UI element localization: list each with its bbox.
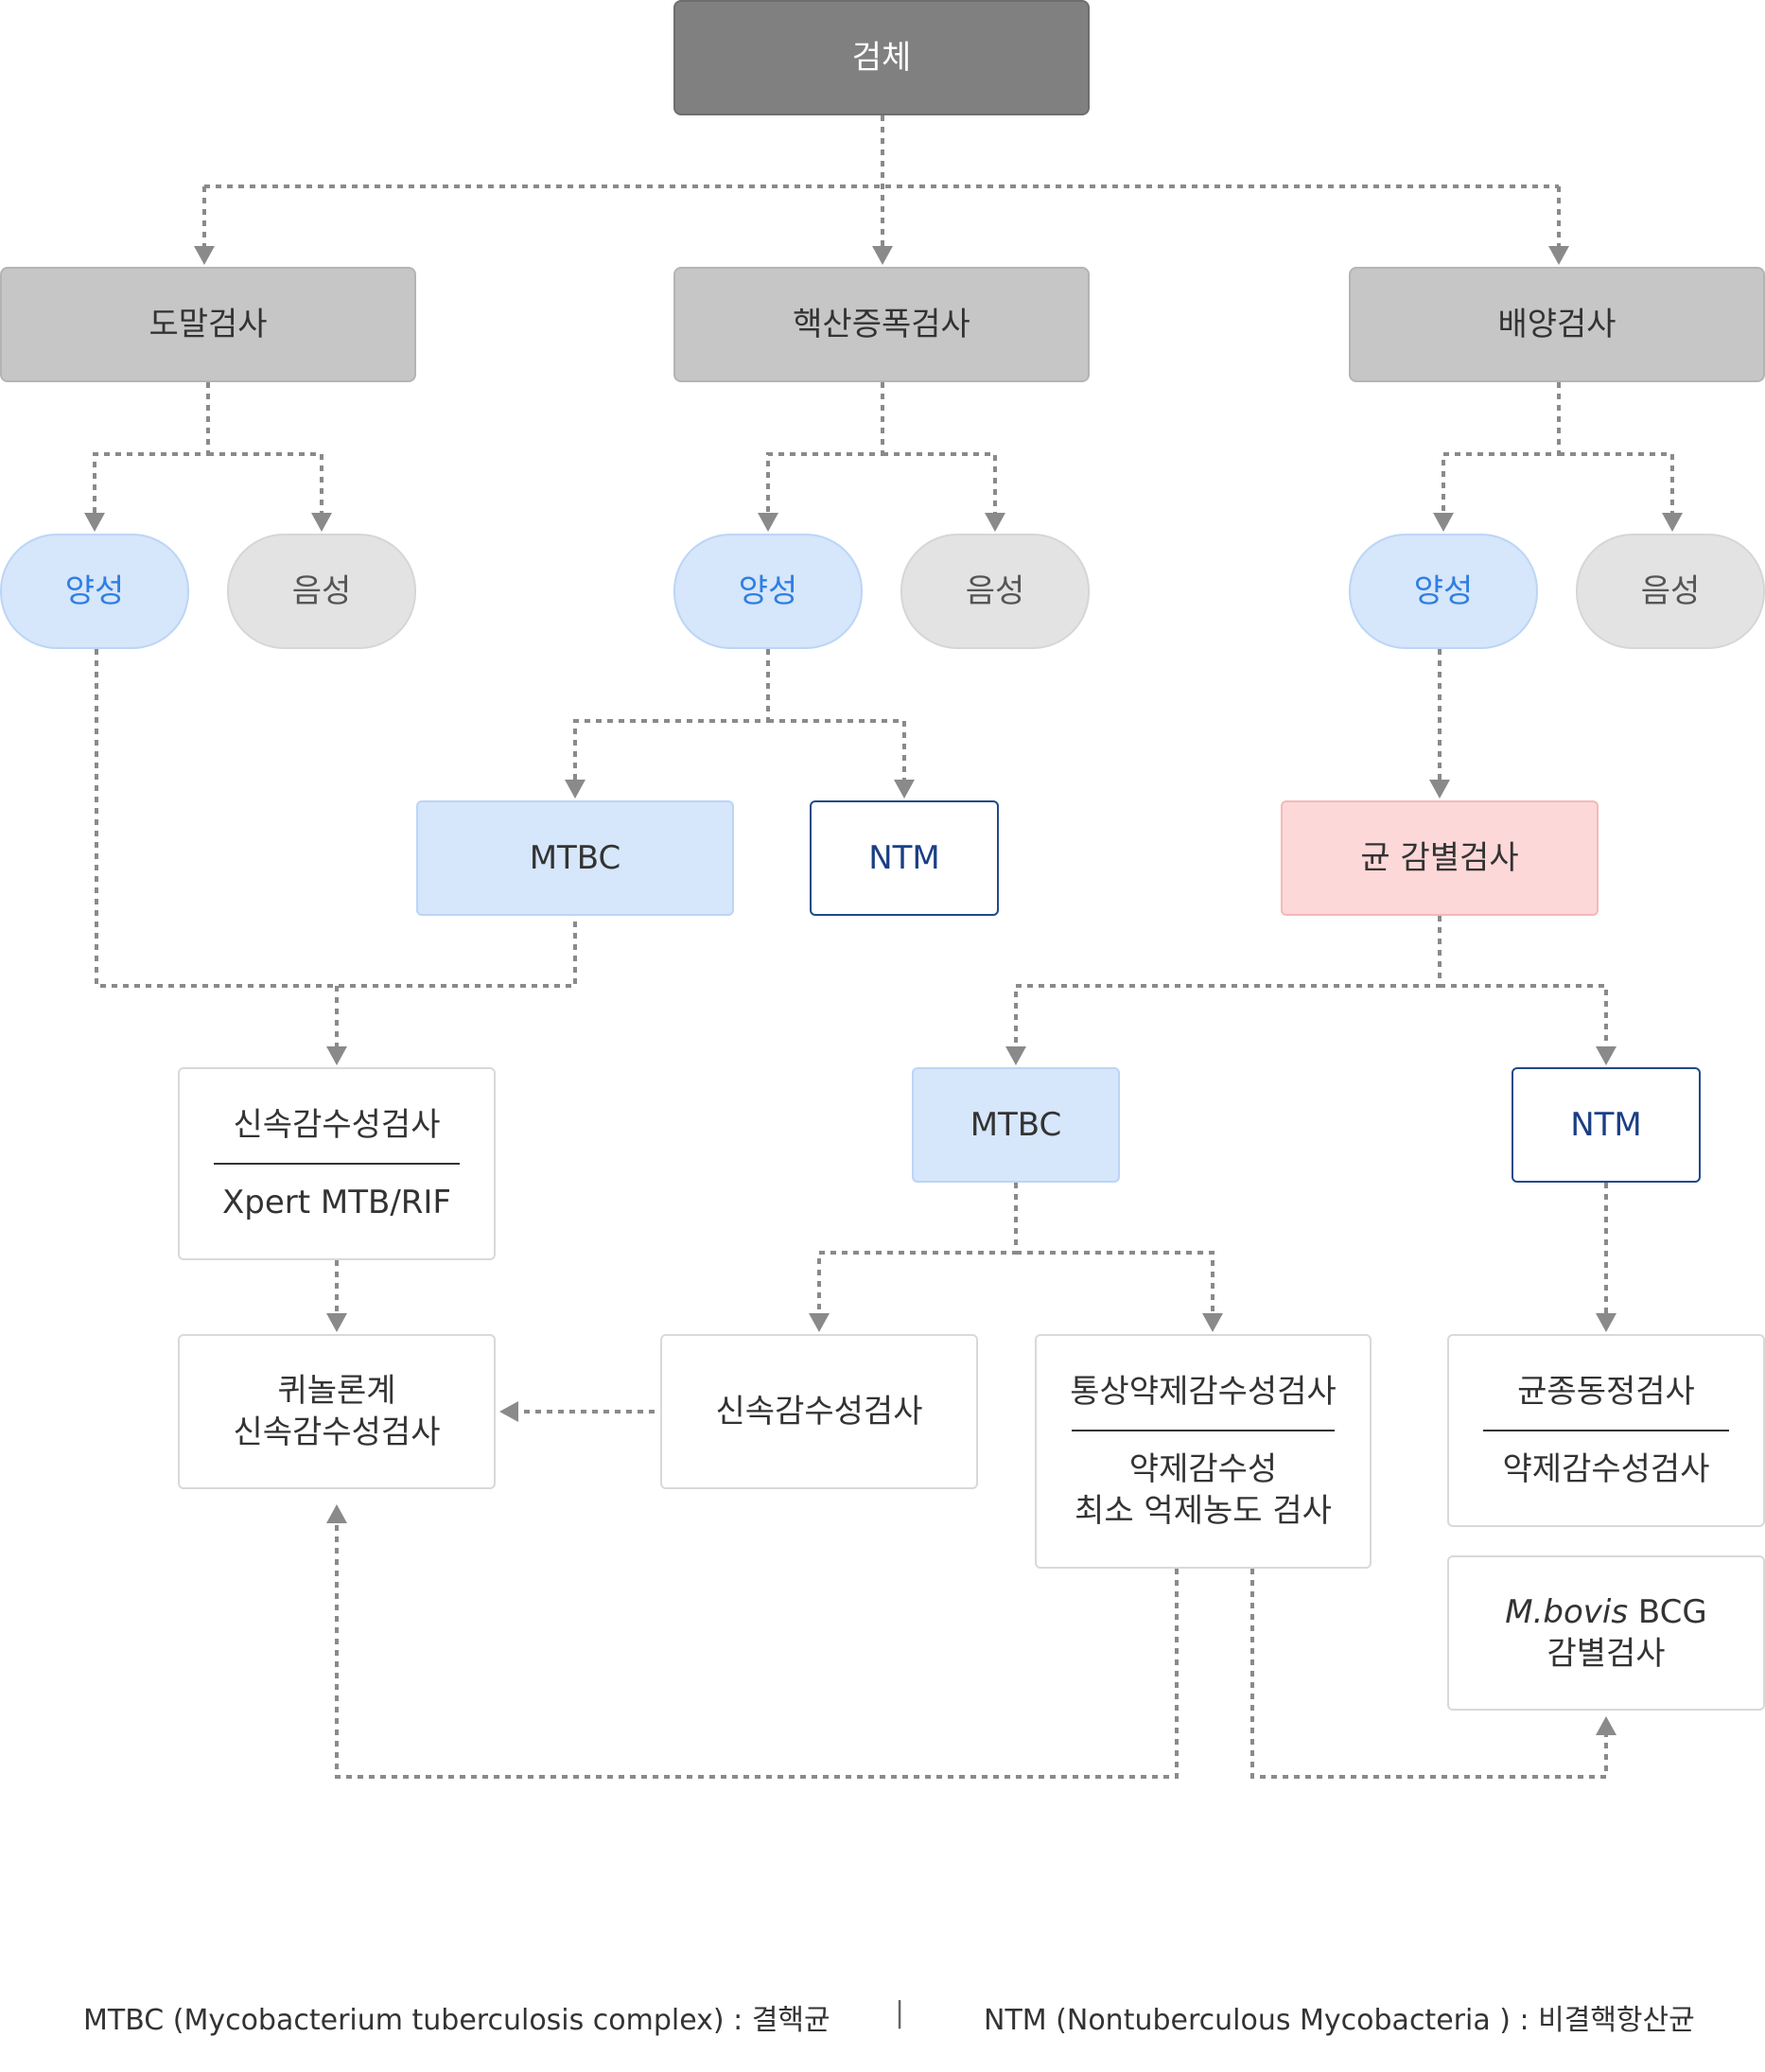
rapid-dst-xpert-node: 신속감수성검사 Xpert MTB/RIF xyxy=(178,1067,496,1260)
arrowhead-22 xyxy=(1596,1716,1616,1735)
smear-negative-label: 음성 xyxy=(291,571,352,610)
arrowhead-15 xyxy=(1596,1046,1616,1065)
culture-ntm-node: NTM xyxy=(1512,1067,1701,1183)
culture-mtbc-label: MTBC xyxy=(970,1105,1062,1144)
rapid-dst-subtitle: Xpert MTB/RIF xyxy=(221,1184,451,1221)
arrowhead-2 xyxy=(872,246,893,265)
connector-19 xyxy=(817,1183,1018,1321)
bovis-line1: M.bovis BCG xyxy=(1505,1591,1706,1633)
divider-line xyxy=(1483,1430,1729,1431)
arrowhead-16 xyxy=(326,1313,347,1332)
naat-negative-label: 음성 xyxy=(965,571,1025,610)
connector-24 xyxy=(1250,1569,1608,1779)
culture-test-node: 배양검사 xyxy=(1349,267,1765,382)
fq-rapid-dst-node: 퀴놀론계 신속감수성검사 xyxy=(178,1334,496,1489)
arrowhead-20 xyxy=(499,1401,518,1422)
arrowhead-13 xyxy=(326,1046,347,1065)
smear-positive-node: 양성 xyxy=(0,534,189,649)
bovis-italic: M.bovis xyxy=(1505,1592,1629,1631)
bovis-bcg-node: M.bovis BCG 감별검사 xyxy=(1447,1555,1765,1711)
connector-23 xyxy=(335,1525,1179,1779)
conventional-dst-title: 통상약제감수성검사 xyxy=(1070,1372,1337,1411)
connector-10 xyxy=(1559,452,1674,520)
culture-negative-label: 음성 xyxy=(1640,571,1701,610)
legend: MTBC (Mycobacterium tuberculosis complex… xyxy=(0,1996,1765,2044)
arrowhead-19 xyxy=(1596,1313,1616,1332)
identification-test-node: 균 감별검사 xyxy=(1281,800,1599,916)
smear-test-node: 도말검사 xyxy=(0,267,416,382)
bovis-line2: 감별검사 xyxy=(1547,1635,1666,1673)
bovis-rest: BCG xyxy=(1628,1592,1707,1631)
naat-positive-label: 양성 xyxy=(738,571,798,610)
smear-test-label: 도말검사 xyxy=(149,305,268,343)
culture-negative-node: 음성 xyxy=(1576,534,1765,649)
naat-mtbc-label: MTBC xyxy=(529,838,621,877)
smear-positive-label: 양성 xyxy=(64,571,125,610)
culture-mtbc-node: MTBC xyxy=(912,1067,1120,1183)
species-id-title: 균종동정검사 xyxy=(1517,1372,1695,1411)
rapid-dst-node: 신속감수성검사 xyxy=(660,1334,978,1489)
legend-mtbc: MTBC (Mycobacterium tuberculosis complex… xyxy=(83,2004,830,2037)
legend-separator: | xyxy=(895,1996,905,2029)
arrowhead-3 xyxy=(1548,246,1569,265)
arrowhead-18 xyxy=(1202,1313,1223,1332)
connector-11 xyxy=(573,649,770,787)
arrowhead-7 xyxy=(985,513,1005,532)
conventional-dst-line2: 최소 억제농도 검사 xyxy=(1075,1492,1332,1531)
culture-ntm-label: NTM xyxy=(1570,1105,1642,1144)
arrowhead-1 xyxy=(194,246,215,265)
conventional-dst-node: 통상약제감수성검사 약제감수성 최소 억제농도 검사 xyxy=(1035,1334,1372,1569)
connector-20 xyxy=(1016,1251,1215,1321)
specimen-node: 검체 xyxy=(673,0,1090,115)
connector-7 xyxy=(766,382,884,520)
naat-positive-node: 양성 xyxy=(673,534,863,649)
connector-12 xyxy=(768,719,906,787)
species-id-subtitle: 약제감수성검사 xyxy=(1502,1450,1710,1488)
divider-line xyxy=(1072,1429,1335,1431)
arrowhead-5 xyxy=(311,513,332,532)
arrowhead-17 xyxy=(809,1313,830,1332)
identification-test-label: 균 감별검사 xyxy=(1360,838,1519,877)
connector-17 xyxy=(1440,984,1608,1054)
arrowhead-11 xyxy=(894,780,915,799)
naat-negative-node: 음성 xyxy=(900,534,1090,649)
culture-test-label: 배양검사 xyxy=(1497,305,1616,343)
culture-positive-label: 양성 xyxy=(1413,571,1474,610)
species-id-node: 균종동정검사 약제감수성검사 xyxy=(1447,1334,1765,1527)
rapid-dst2-label: 신속감수성검사 xyxy=(715,1392,923,1431)
arrowhead-10 xyxy=(565,780,585,799)
arrowhead-8 xyxy=(1433,513,1454,532)
conventional-dst-line1: 약제감수성 xyxy=(1128,1449,1278,1488)
arrowhead-12 xyxy=(1429,780,1450,799)
culture-positive-node: 양성 xyxy=(1349,534,1538,649)
divider-line xyxy=(214,1163,460,1165)
arrowhead-6 xyxy=(758,513,778,532)
naat-mtbc-node: MTBC xyxy=(416,800,734,916)
arrowhead-4 xyxy=(84,513,105,532)
naat-ntm-node: NTM xyxy=(810,800,999,916)
arrowhead-14 xyxy=(1005,1046,1026,1065)
rapid-dst-title: 신속감수성검사 xyxy=(233,1105,441,1144)
naat-test-node: 핵산증폭검사 xyxy=(673,267,1090,382)
specimen-label: 검체 xyxy=(851,38,912,77)
legend-ntm: NTM (Nontuberculous Mycobacteria ) : 비결핵… xyxy=(984,2004,1695,2037)
connector-8 xyxy=(882,452,997,520)
connector-6 xyxy=(208,452,323,520)
arrowhead-9 xyxy=(1662,513,1683,532)
naat-test-label: 핵산증폭검사 xyxy=(793,305,970,343)
naat-ntm-label: NTM xyxy=(868,838,940,877)
arrowhead-21 xyxy=(326,1504,347,1523)
connector-5 xyxy=(93,382,210,520)
fq-rapid-line1: 퀴놀론계 xyxy=(277,1371,396,1410)
fq-rapid-line2: 신속감수성검사 xyxy=(233,1414,441,1451)
connector-16 xyxy=(1014,916,1442,1054)
connector-9 xyxy=(1442,382,1561,520)
smear-negative-node: 음성 xyxy=(227,534,416,649)
